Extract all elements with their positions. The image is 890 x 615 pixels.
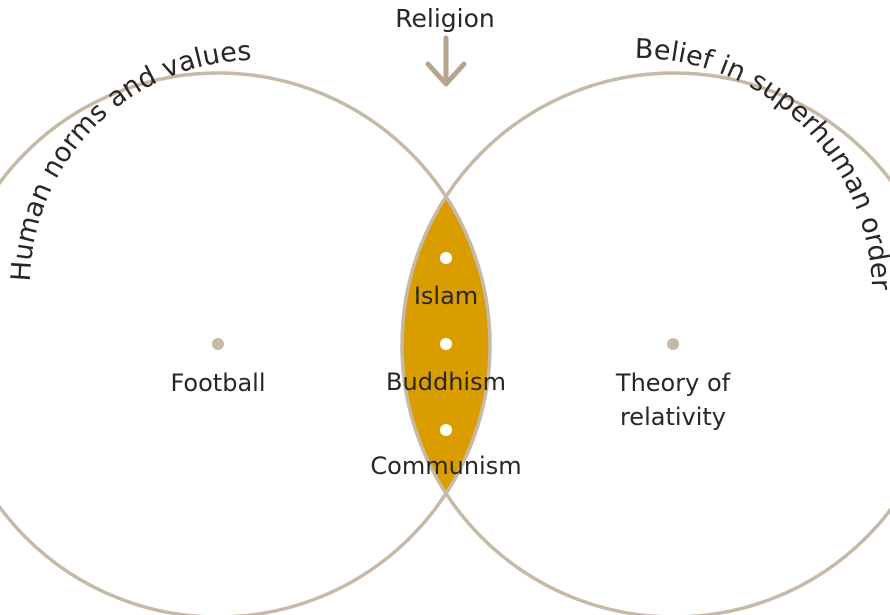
item-communism: Communism [370, 452, 521, 480]
item-theory-of: Theory of [615, 369, 731, 397]
item-football: Football [170, 369, 265, 397]
item-buddhism: Buddhism [386, 368, 506, 396]
item-dot [440, 252, 452, 264]
item-dot [440, 338, 452, 350]
item-islam: Islam [414, 282, 478, 310]
right-set-circle [400, 71, 890, 615]
arrow-down-icon [425, 35, 467, 87]
item-dot [667, 338, 679, 350]
item-dot [440, 424, 452, 436]
intersection-region [402, 73, 490, 615]
left-set-circle [0, 71, 492, 615]
diagram-title: Religion [395, 4, 494, 33]
intersection-region-group [402, 73, 490, 615]
item-relativity: relativity [620, 403, 726, 431]
item-dot [212, 338, 224, 350]
